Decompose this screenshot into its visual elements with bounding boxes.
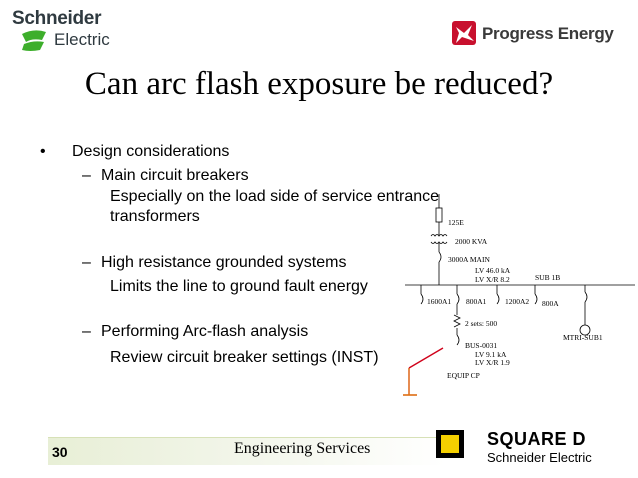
diagram-label-bus-xr: LV X/R 1.9 bbox=[475, 358, 510, 367]
subitem-main-circuit-breakers: Main circuit breakers bbox=[101, 167, 249, 184]
square-d-logo-text: SQUARE D bbox=[487, 429, 587, 449]
diagram-label-breaker: 1200A2 bbox=[505, 297, 529, 306]
diagram-label-lv-ka: LV 46.0 kA bbox=[475, 266, 511, 275]
diagram-label-bus: BUS-0031 bbox=[465, 341, 497, 350]
schneider-electric-footer-text: Schneider Electric bbox=[487, 450, 592, 465]
diagram-label-motor: MTRI-SUB1 bbox=[563, 333, 603, 342]
bullet-design-considerations: Design considerations bbox=[72, 143, 230, 160]
diagram-label-breaker: 1600A1 bbox=[427, 297, 451, 306]
diagram-label-breaker: 800A1 bbox=[466, 297, 487, 306]
schneider-logo-mark bbox=[22, 30, 46, 51]
subitem-high-resistance: High resistance grounded systems bbox=[101, 254, 347, 271]
progress-energy-logo-text: Progress Energy bbox=[482, 24, 614, 43]
subitem-detail: Especially on the load side of service e… bbox=[110, 188, 440, 205]
diagram-label-main: 3000A MAIN bbox=[448, 255, 490, 264]
diagram-label-lv-xr: LV X/R 8.2 bbox=[475, 275, 510, 284]
diagram-label-fuse: 125E bbox=[448, 218, 464, 227]
diagram-label-transformer: 2000 KVA bbox=[455, 237, 488, 246]
schneider-logo-text: Schneider bbox=[12, 8, 102, 29]
subitem-dash: – bbox=[82, 167, 91, 184]
progress-energy-icon bbox=[452, 21, 476, 45]
diagram-label-equip: EQUIP CP bbox=[447, 371, 480, 380]
slide-title: Can arc flash exposure be reduced? bbox=[84, 66, 554, 102]
diagram-label-bus-ka: LV 9.1 kA bbox=[475, 350, 507, 359]
diagram-label-breaker: 800A bbox=[542, 299, 559, 308]
square-d-logo-inner bbox=[441, 435, 459, 453]
footer-band bbox=[48, 437, 446, 465]
one-line-diagram: 125E 2000 KVA 3000A MAIN LV 46.0 kA LV X… bbox=[403, 194, 635, 396]
diagram-label-sub: SUB 1B bbox=[535, 273, 560, 282]
subitem-detail: Limits the line to ground fault energy bbox=[110, 278, 368, 295]
page-number: 30 bbox=[52, 444, 68, 460]
subitem-dash: – bbox=[82, 254, 91, 271]
footer-text: Engineering Services bbox=[234, 440, 371, 457]
subitem-detail: transformers bbox=[110, 208, 200, 225]
diagram-label-sets: 2 sets: 500 bbox=[465, 319, 497, 328]
subitem-detail: Review circuit breaker settings (INST) bbox=[110, 349, 379, 366]
subitem-dash: – bbox=[82, 323, 91, 340]
electric-logo-text: Electric bbox=[54, 30, 110, 49]
subitem-arc-flash-analysis: Performing Arc-flash analysis bbox=[101, 323, 309, 340]
bullet-marker: • bbox=[40, 143, 46, 160]
